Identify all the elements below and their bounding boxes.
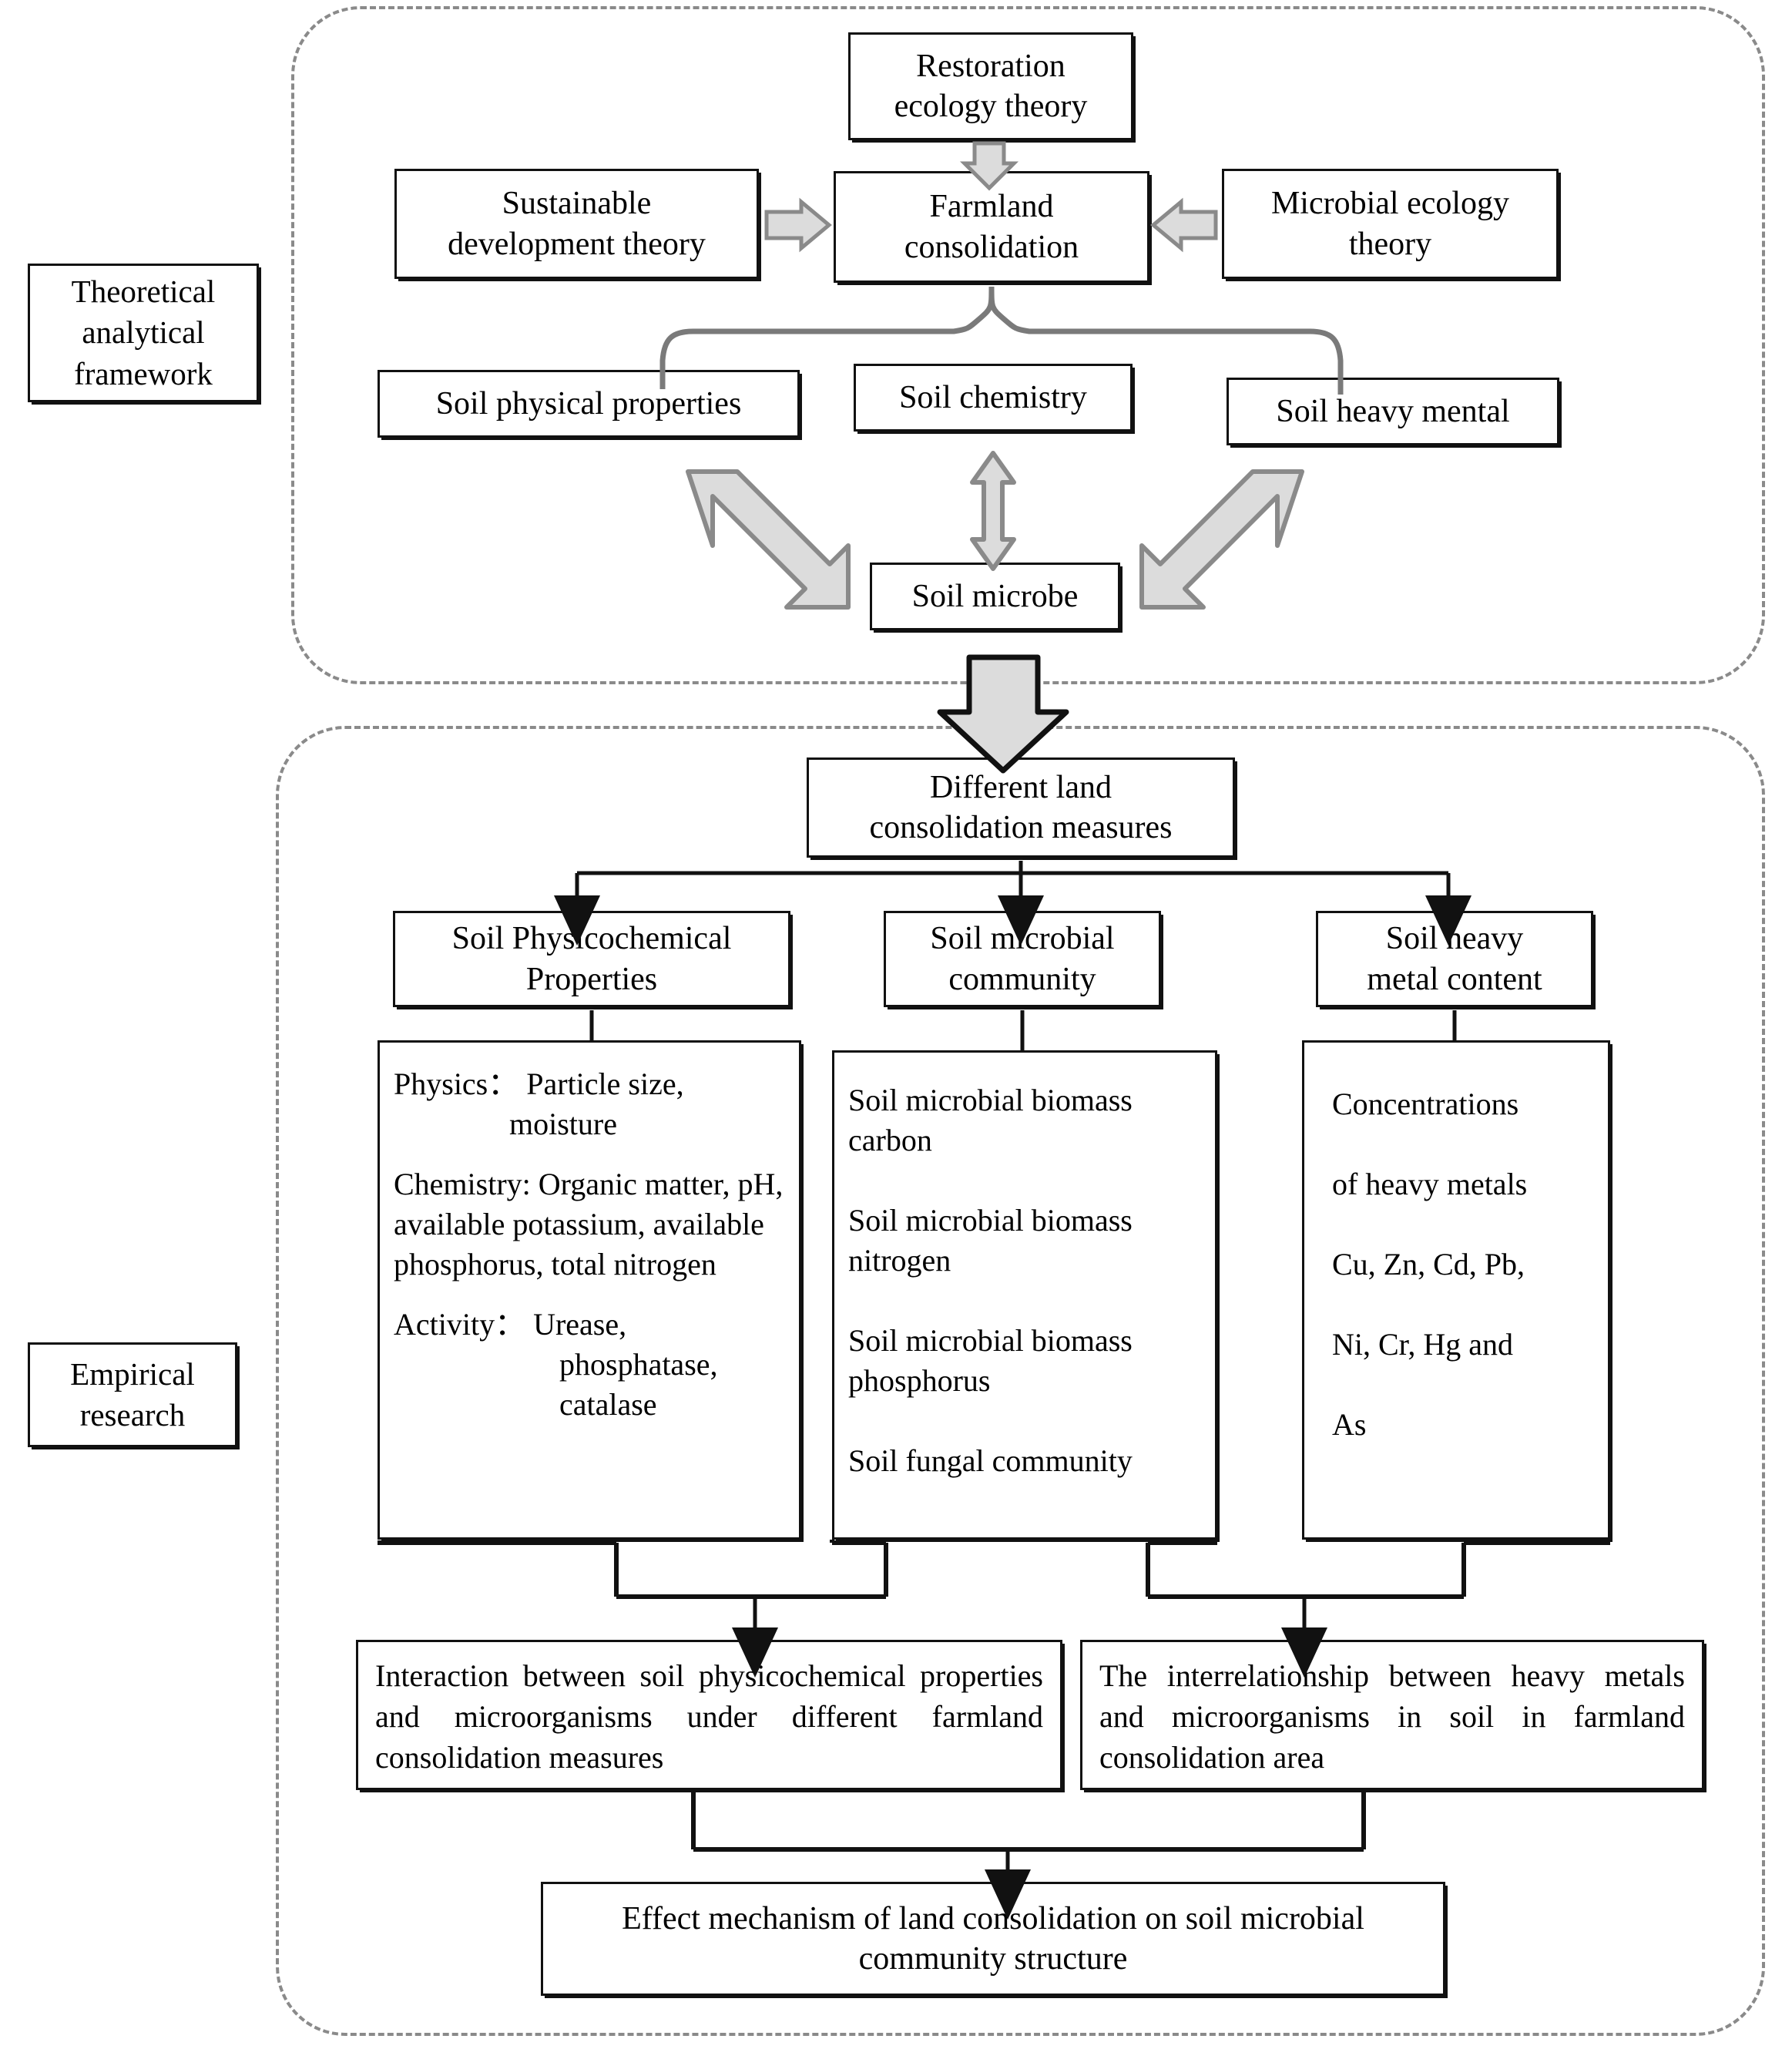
box-line: Soil physical properties xyxy=(435,385,742,422)
result-box-heavy-metal-microorganisms: The interrelationship between heavy meta… xyxy=(1080,1640,1704,1790)
box-line: metal content xyxy=(1367,961,1542,997)
box-line: Soil microbe xyxy=(911,578,1079,614)
detail-line: As xyxy=(1332,1407,1367,1442)
box-line: Different land xyxy=(930,769,1112,805)
box-line: Restoration xyxy=(916,48,1065,84)
box-line: consolidation xyxy=(904,229,1079,265)
box-line: community xyxy=(948,961,1096,997)
box-microbial-ecology-theory: Microbial ecology theory xyxy=(1222,169,1559,279)
box-line: Soil heavy xyxy=(1385,921,1524,956)
box-soil-physicochemical-properties-title: Soil Physicochemical Properties xyxy=(393,911,790,1007)
detail-line-activity: Activity： Urease, phosphatase, catalase xyxy=(394,1307,718,1422)
box-line: Soil Physicochemical xyxy=(451,921,732,956)
detail-line: Soil microbial biomass phosphorus xyxy=(848,1323,1133,1398)
side-label-line: Theoretical xyxy=(71,274,216,310)
box-line: community structure xyxy=(858,1941,1128,1977)
box-different-land-consolidation-measures: Different land consolidation measures xyxy=(807,757,1235,858)
box-restoration-ecology-theory: Restoration ecology theory xyxy=(848,32,1133,140)
box-line: Properties xyxy=(525,961,658,997)
box-line: Microbial ecology xyxy=(1270,186,1510,221)
box-line: Soil heavy mental xyxy=(1276,393,1510,429)
side-label-empirical-research: Empirical research xyxy=(28,1342,237,1447)
detail-line: Cu, Zn, Cd, Pb, xyxy=(1332,1247,1525,1281)
box-soil-chemistry: Soil chemistry xyxy=(854,364,1133,432)
side-label-line: analytical xyxy=(82,314,205,351)
box-line: Sustainable xyxy=(502,186,652,221)
detail-line: Soil microbial biomass carbon xyxy=(848,1083,1133,1157)
detail-line: Ni, Cr, Hg and xyxy=(1332,1327,1514,1362)
box-line: development theory xyxy=(448,226,706,262)
detail-line-chemistry: Chemistry: Organic matter, pH, available… xyxy=(394,1167,784,1281)
box-line: consolidation measures xyxy=(869,810,1173,845)
detail-box-heavy-metal: Concentrations of heavy metals Cu, Zn, C… xyxy=(1302,1040,1610,1540)
conclusion-box-effect-mechanism: Effect mechanism of land consolidation o… xyxy=(541,1882,1445,1996)
side-label-line: framework xyxy=(74,355,213,391)
box-soil-microbe: Soil microbe xyxy=(870,563,1120,630)
result-box-interaction-physicochemical: Interaction between soil physicochemical… xyxy=(356,1640,1062,1790)
box-sustainable-development-theory: Sustainable development theory xyxy=(394,169,759,279)
side-label-theoretical-framework: Theoretical analytical framework xyxy=(28,264,259,402)
detail-line-physics: Physics： Particle size, moisture xyxy=(394,1066,684,1141)
box-soil-microbial-community-title: Soil microbial community xyxy=(884,911,1161,1007)
box-soil-heavy-mental: Soil heavy mental xyxy=(1227,378,1559,445)
box-line: Soil microbial xyxy=(930,921,1115,956)
box-line: Effect mechanism of land consolidation o… xyxy=(622,1900,1364,1936)
box-soil-physical-properties: Soil physical properties xyxy=(378,370,800,438)
box-line: Soil chemistry xyxy=(899,379,1087,415)
box-soil-heavy-metal-content-title: Soil heavy metal content xyxy=(1316,911,1593,1007)
detail-line: Concentrations xyxy=(1332,1087,1519,1121)
side-label-line: research xyxy=(79,1397,186,1433)
detail-box-microbial-community: Soil microbial biomass carbon Soil micro… xyxy=(832,1050,1217,1540)
result-text: Interaction between soil physicochemical… xyxy=(375,1658,1043,1775)
result-text: The interrelationship between heavy meta… xyxy=(1099,1658,1685,1775)
box-line: ecology theory xyxy=(894,89,1088,124)
detail-line: Soil fungal community xyxy=(848,1443,1133,1478)
box-line: theory xyxy=(1348,226,1432,262)
box-line: Farmland xyxy=(929,189,1054,224)
detail-box-physicochemical: Physics： Particle size, moisture Chemist… xyxy=(378,1040,801,1540)
box-farmland-consolidation: Farmland consolidation xyxy=(834,171,1149,283)
detail-line: Soil microbial biomass nitrogen xyxy=(848,1203,1133,1278)
side-label-line: Empirical xyxy=(70,1355,195,1392)
detail-line: of heavy metals xyxy=(1332,1167,1528,1201)
